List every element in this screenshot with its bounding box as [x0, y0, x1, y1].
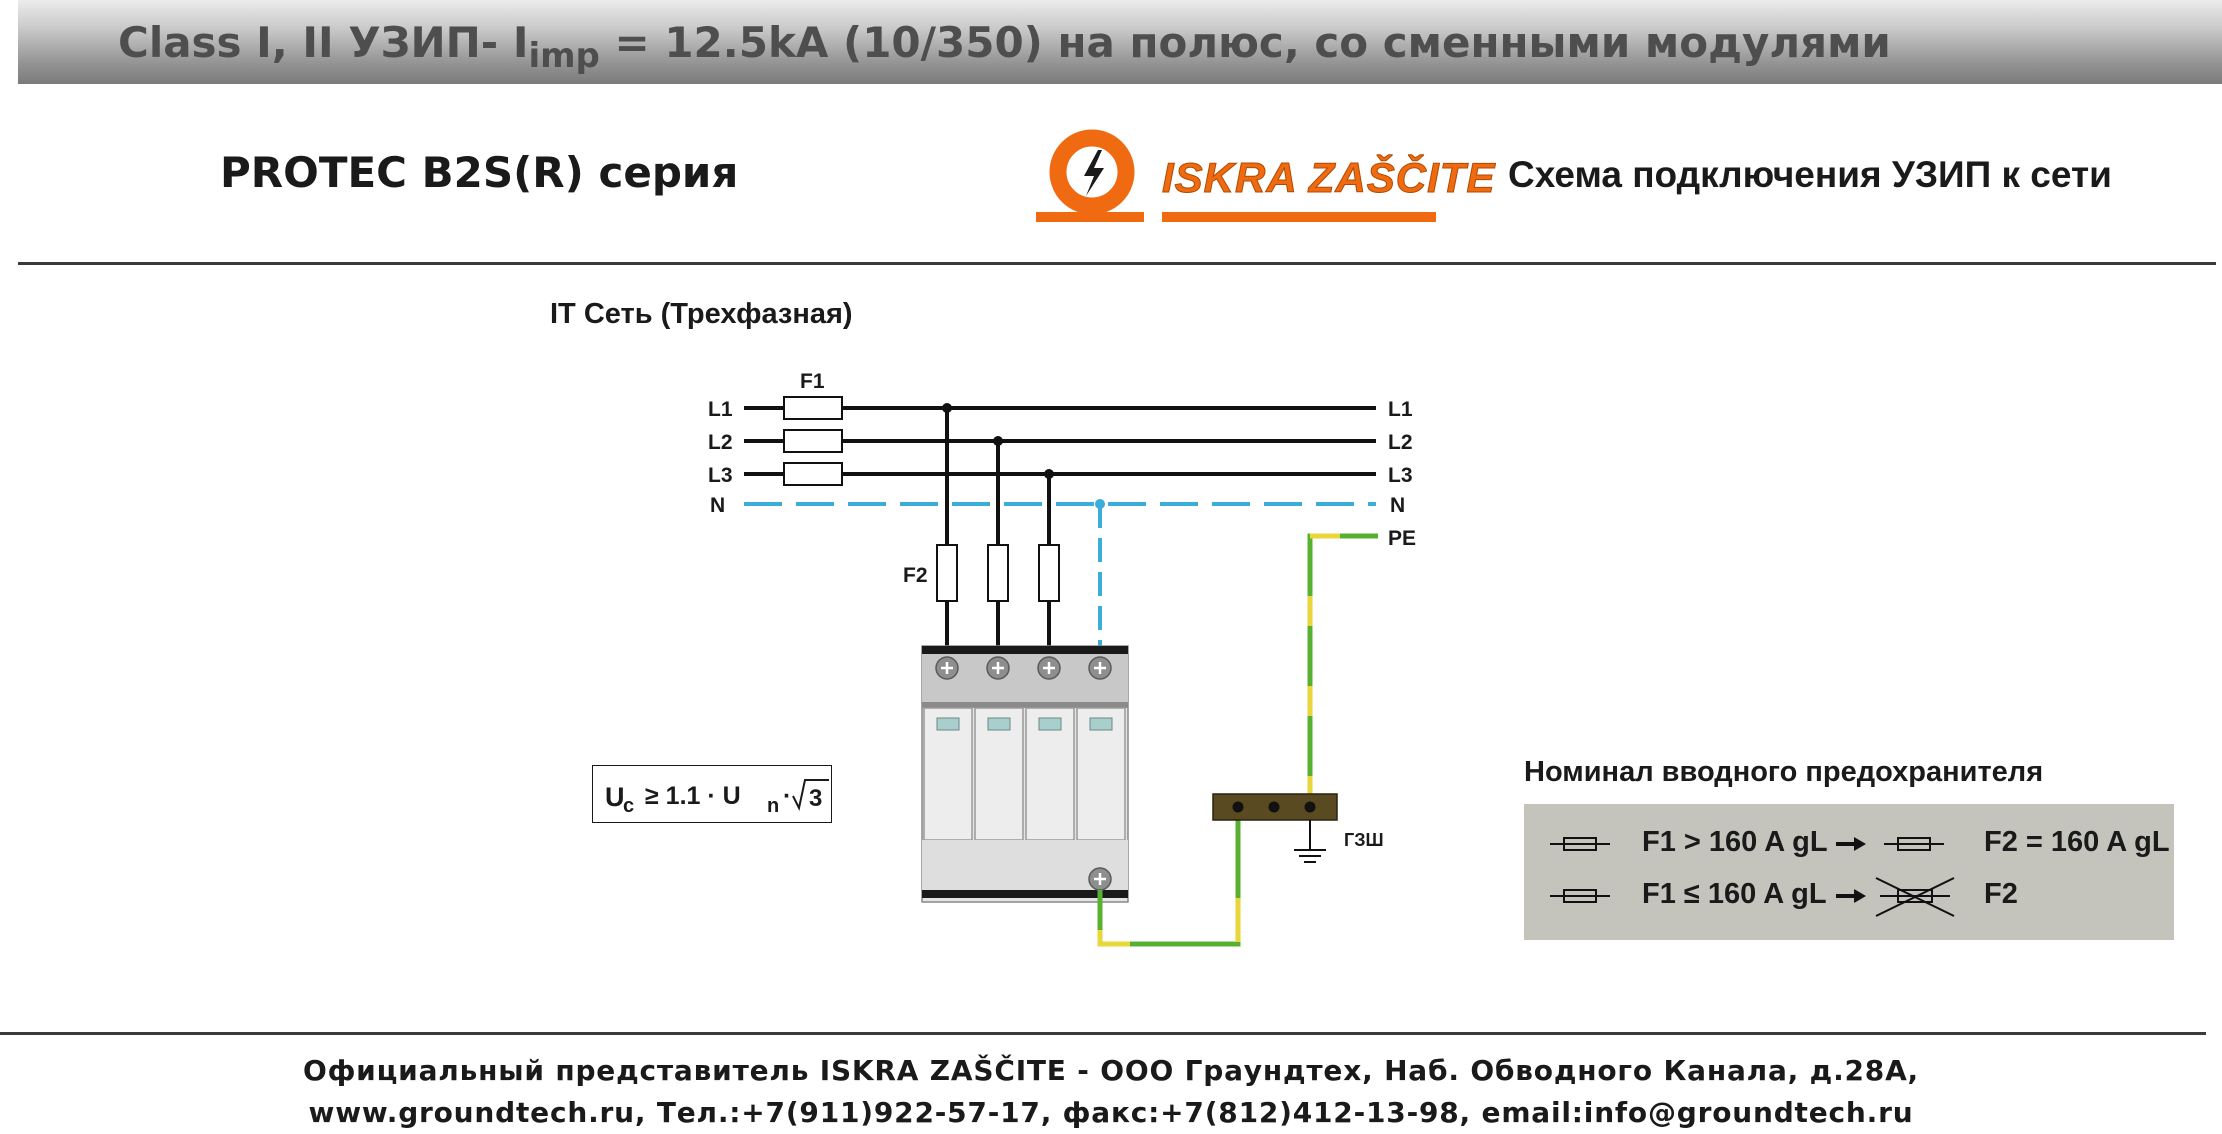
iskra-logo: ISKRA ZAŠČITE	[1036, 128, 1495, 228]
label-l2-right: L2	[1388, 431, 1413, 454]
label-ground-bar: ГЗШ	[1344, 830, 1384, 850]
fuse-rating-symbols	[1550, 837, 1955, 917]
ground-bar	[1212, 793, 1338, 821]
label-l3-right: L3	[1388, 464, 1413, 487]
phase-lines	[744, 406, 1376, 476]
fuse-row1-left: F1 > 160 A gL	[1642, 826, 1828, 858]
voltage-formula: U c ≥ 1.1 · U n · 3	[592, 765, 832, 823]
fuse-symbol-icon	[1550, 837, 1610, 851]
formula-svg: U c ≥ 1.1 · U n · 3	[605, 779, 829, 817]
f2-fuse-l2	[987, 544, 1009, 602]
formula-mid: ≥ 1.1 · U	[645, 782, 741, 810]
title-subscript: imp	[528, 36, 600, 76]
label-pe: PE	[1388, 527, 1416, 550]
label-f1: F1	[800, 370, 825, 393]
f1-fuse-l3	[783, 462, 843, 486]
fuse-rating-panel: F1 > 160 A gL F2 = 160 A gL F1 ≤ 160 A g…	[1524, 804, 2174, 940]
earth-icon	[1294, 820, 1326, 863]
f1-fuses	[783, 396, 843, 486]
fuse-rating-title: Номинал вводного предохранителя	[1524, 756, 2044, 788]
f2-fuse-l3	[1038, 544, 1060, 602]
spd-device	[921, 645, 1129, 903]
formula-n: n	[767, 795, 779, 817]
label-l1-left: L1	[708, 398, 733, 421]
label-l2-left: L2	[708, 431, 733, 454]
fuse-symbol-icon	[1884, 837, 1944, 851]
f2-fuse-l1	[936, 544, 958, 602]
f2-fuses	[936, 544, 1060, 602]
top-divider	[18, 262, 2216, 265]
f1-fuse-l1	[783, 396, 843, 420]
label-n-right: N	[1390, 494, 1405, 517]
formula-u: U	[605, 782, 625, 812]
pe-wiring	[1097, 533, 1378, 947]
label-n-left: N	[710, 494, 725, 517]
arrow-icon	[1836, 837, 1866, 903]
formula-c: c	[623, 795, 634, 817]
junction-dots	[942, 403, 1105, 509]
fuse-row2-right: F2	[1984, 878, 2018, 910]
footer-line-2: www.groundtech.ru, Тел.:+7(911)922-57-17…	[308, 1096, 1914, 1129]
bottom-divider	[0, 1032, 2206, 1035]
title-suffix: = 12.5kA (10/350) на полюс, со сменными …	[599, 18, 1891, 67]
series-label: PROTEC B2S(R) серия	[220, 148, 739, 197]
formula-dot: ·	[783, 782, 791, 810]
scheme-title: Схема подключения УЗИП к сети	[1508, 154, 2112, 195]
formula-three: 3	[809, 785, 822, 812]
header-banner: Class I, II УЗИП- Iimp = 12.5kA (10/350)…	[18, 0, 2222, 84]
fuse-symbol-icon	[1550, 889, 1610, 903]
logo-text: ISKRA ZAŠČITE	[1161, 154, 1496, 202]
label-l1-right: L1	[1388, 398, 1413, 421]
f1-fuse-l2	[783, 429, 843, 453]
lightning-emblem-icon	[1036, 129, 1144, 222]
crossed-fuse-icon	[1875, 877, 1955, 917]
title-prefix: Class I, II УЗИП- I	[118, 18, 529, 67]
network-title: IT Сеть (Трехфазная)	[550, 298, 853, 330]
page-title: Class I, II УЗИП- Iimp = 12.5kA (10/350)…	[118, 18, 1891, 76]
sqrt-icon	[792, 779, 829, 811]
fuse-row1-right: F2 = 160 A gL	[1984, 826, 2170, 858]
label-f2: F2	[903, 564, 928, 587]
logo-underline	[1162, 212, 1436, 222]
fuse-row2-left: F1 ≤ 160 A gL	[1642, 878, 1827, 910]
footer-line-1: Официальный представитель ISKRA ZAŠČITE …	[303, 1054, 1919, 1087]
label-l3-left: L3	[708, 464, 733, 487]
